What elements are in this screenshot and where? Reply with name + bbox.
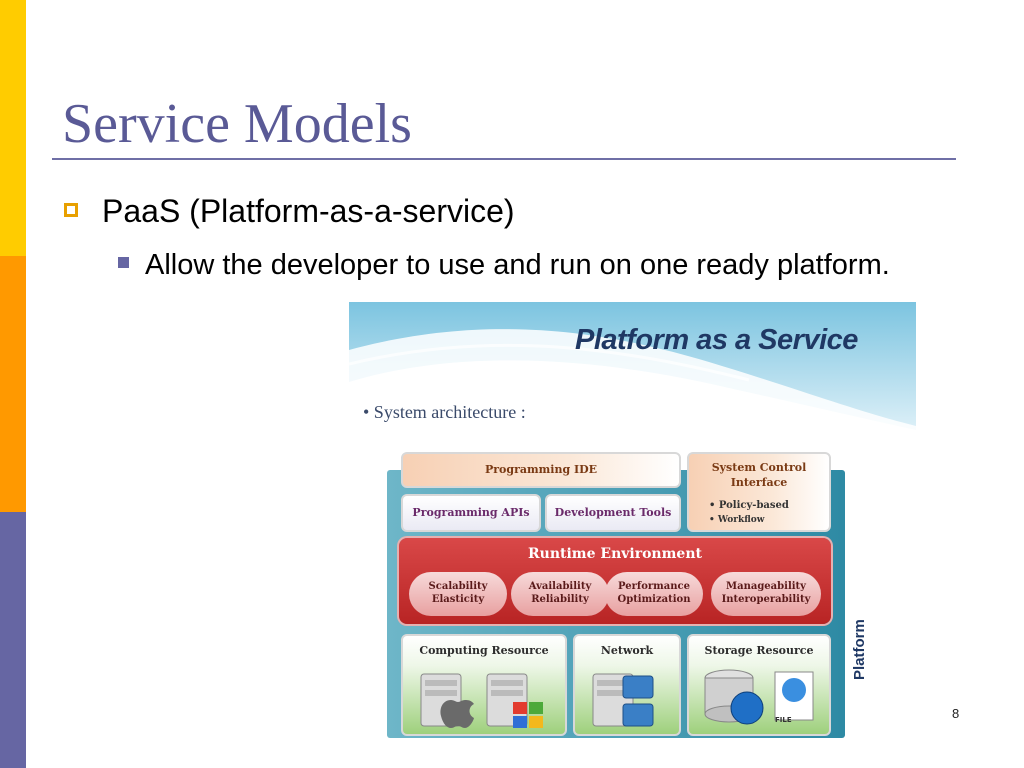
system-control-item: • Policy-based bbox=[709, 500, 789, 511]
system-control-list: • Policy-based • Workflow bbox=[709, 498, 789, 528]
accent-stripe-purple bbox=[0, 512, 26, 768]
system-control-title: System Control Interface bbox=[711, 461, 807, 489]
system-control-interface-box: System Control Interface • Policy-based … bbox=[687, 452, 831, 532]
square-bullet-icon bbox=[118, 257, 129, 268]
accent-stripe-orange bbox=[0, 256, 26, 512]
platform-label: Platform bbox=[851, 619, 868, 680]
programming-ide-box: Programming IDE bbox=[401, 452, 681, 488]
slide-title: Service Models bbox=[62, 93, 412, 155]
figure-title: Platform as a Service bbox=[575, 324, 858, 356]
page-number: 8 bbox=[952, 706, 960, 721]
accent-stripe-yellow bbox=[0, 0, 26, 256]
storage-resource-box: Storage Resource FILE bbox=[687, 634, 831, 736]
computing-resource-box: Computing Resource bbox=[401, 634, 567, 736]
network-server-icon bbox=[592, 673, 654, 727]
storage-resource-label: Storage Resource bbox=[704, 644, 814, 657]
hollow-square-bullet-icon bbox=[64, 203, 78, 217]
computing-resource-label: Computing Resource bbox=[419, 644, 549, 657]
development-tools-box: Development Tools bbox=[545, 494, 681, 532]
file-label: FILE bbox=[775, 716, 792, 724]
system-control-item: • Workflow bbox=[709, 515, 765, 525]
bullet-text: PaaS (Platform-as-a-service) bbox=[102, 193, 515, 229]
programming-apis-box: Programming APIs bbox=[401, 494, 541, 532]
wave-header-background bbox=[349, 302, 916, 442]
figure-bullet: • System architecture : bbox=[363, 402, 526, 422]
server-apple-windows-icon bbox=[420, 673, 543, 728]
sub-bullet-text: Allow the developer to use and run on on… bbox=[145, 249, 890, 281]
network-box: Network bbox=[573, 634, 681, 736]
network-label: Network bbox=[600, 644, 654, 657]
title-underline bbox=[52, 158, 956, 160]
database-file-icon bbox=[704, 669, 814, 725]
paas-architecture-figure: Platform as a Service • System architect… bbox=[349, 302, 916, 740]
runtime-title: Runtime Environment bbox=[528, 546, 702, 562]
